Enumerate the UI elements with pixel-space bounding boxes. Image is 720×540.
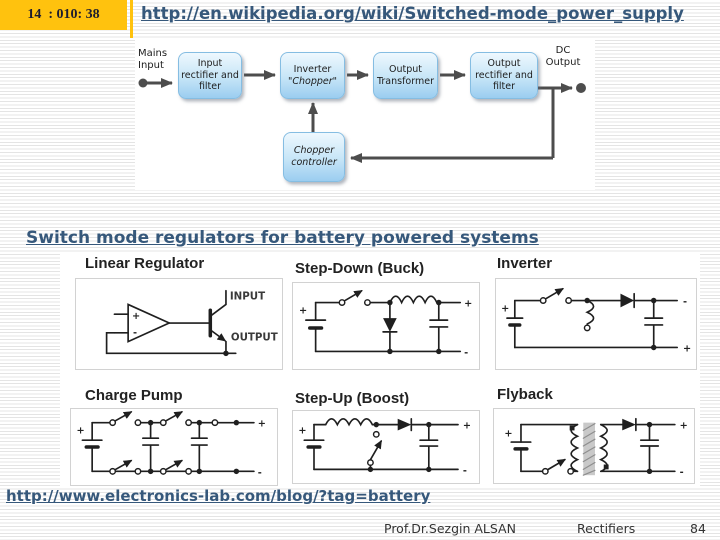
svg-text:+: + [464, 298, 472, 309]
svg-text:-: - [133, 328, 137, 339]
charge-pump-schematic: + + [77, 411, 266, 478]
block-input-rectifier-label: Input rectifier and filter [181, 58, 239, 93]
mains-input-label: Mains Input [138, 48, 168, 71]
svg-text:+: + [680, 420, 688, 431]
circuit-charge-pump: + + [70, 408, 278, 486]
label-boost: Step-Up (Boost) [295, 390, 410, 407]
block-chopper-controller: Chopper controller [283, 132, 345, 182]
block-output-rectifier: Output rectifier and filter [470, 52, 538, 99]
block-chopper-controller-label: Chopper controller [291, 145, 337, 168]
block-input-rectifier: Input rectifier and filter [178, 52, 242, 99]
svg-text:-: - [258, 467, 262, 478]
svg-text:-: - [683, 296, 687, 307]
section-heading-link[interactable]: Switch mode regulators for battery power… [26, 228, 539, 248]
footer-page-number: 84 [690, 521, 706, 536]
linear-regulator-schematic: + - INPUT OUTPUT [105, 289, 278, 357]
svg-text:OUTPUT: OUTPUT [231, 332, 278, 344]
yellow-divider [130, 0, 133, 38]
block-inverter-chopper: Inverter "Chopper" [280, 52, 345, 99]
label-charge-pump: Charge Pump [85, 387, 183, 404]
svg-text:+: + [463, 421, 471, 432]
block-output-rectifier-label: Output rectifier and filter [475, 58, 533, 93]
svg-text:+: + [299, 305, 307, 316]
svg-text:INPUT: INPUT [230, 291, 265, 303]
block-chopper-label: "Chopper" [287, 75, 338, 87]
circuit-inverter: + - + [495, 278, 697, 370]
label-flyback: Flyback [497, 386, 553, 403]
circuit-grid: Linear Regulator + - INPUT OUTPUT Step-D… [60, 252, 700, 486]
circuit-linear-regulator: + - INPUT OUTPUT [75, 278, 283, 370]
slide-timestamp: 14 : 010: 38 [27, 7, 100, 22]
svg-text:-: - [680, 467, 684, 478]
circuit-buck: + + - [292, 282, 480, 370]
svg-text:+: + [683, 343, 691, 354]
diagram-connectors [138, 70, 586, 163]
svg-text:+: + [77, 425, 85, 436]
wikipedia-link[interactable]: http://en.wikipedia.org/wiki/Switched-mo… [141, 4, 684, 23]
label-buck: Step-Down (Buck) [295, 260, 425, 277]
svg-text:+: + [258, 419, 266, 430]
label-linear-regulator: Linear Regulator [85, 255, 205, 272]
svg-text:+: + [298, 425, 306, 436]
svg-text:+: + [132, 311, 140, 322]
slide-timestamp-box: 14 : 010: 38 [0, 0, 127, 30]
block-output-transformer: Output Transformer [373, 52, 438, 99]
buck-schematic: + + - [299, 289, 472, 358]
dc-output-label: DC Output [545, 45, 581, 68]
svg-text:+: + [501, 303, 509, 314]
circuit-boost: + + - [292, 410, 480, 484]
footer-author: Prof.Dr.Sezgin ALSAN [384, 521, 516, 536]
svg-text:-: - [463, 465, 467, 476]
svg-text:+: + [504, 428, 512, 439]
electronics-lab-link[interactable]: http://www.electronics-lab.com/blog/?tag… [6, 487, 431, 505]
flyback-schematic: + + - [504, 417, 688, 478]
inverter-schematic: + - + [501, 287, 691, 354]
footer-section: Rectifiers [577, 521, 636, 536]
boost-schematic: + + - [298, 417, 471, 476]
label-inverter: Inverter [497, 255, 553, 272]
svg-text:-: - [464, 347, 468, 358]
smps-block-diagram: Input rectifier and filter Inverter "Cho… [135, 40, 595, 190]
block-output-transformer-label: Output Transformer [376, 63, 434, 87]
block-inverter-label: Inverter [293, 63, 332, 75]
circuit-flyback: + + - [493, 408, 695, 484]
